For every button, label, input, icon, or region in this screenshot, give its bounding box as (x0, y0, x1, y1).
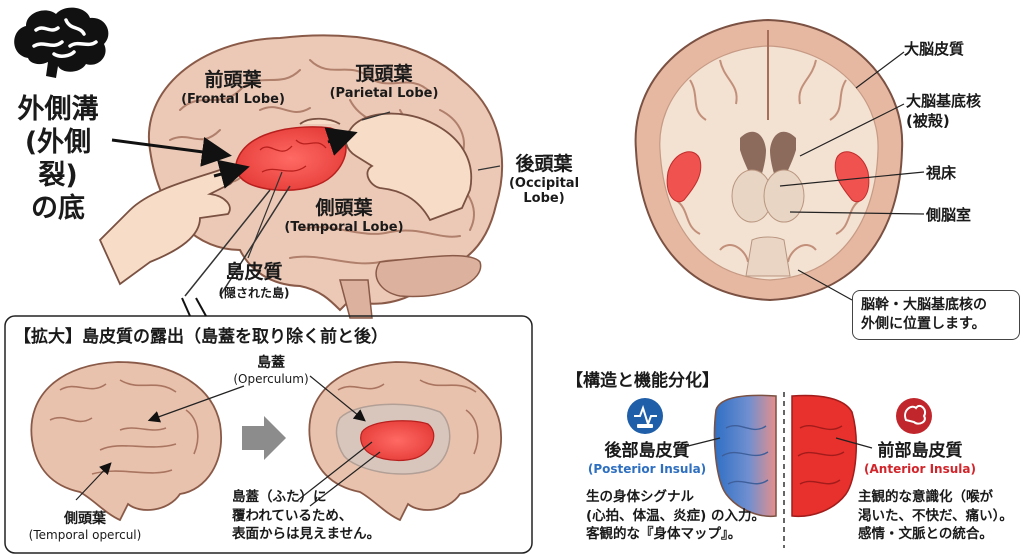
operculum-label: 島蓋 (Operculum) (226, 352, 316, 386)
parietal-lobe-en: (Parietal Lobe) (329, 85, 439, 101)
parietal-lobe-jp: 頂頭葉 (355, 63, 413, 85)
main-leader-lines (184, 111, 501, 297)
thalamus-label: 視床 (926, 164, 957, 182)
location-note-callout: 脳幹・大脳基底核の 外側に位置します。 (852, 290, 1020, 340)
occipital-lobe-label: 後頭葉 (Occipital Lobe) (498, 153, 590, 207)
anterior-insula-en: (Anterior Insula) (864, 461, 976, 476)
posterior-insula-jp: 後部島皮質 (604, 441, 690, 461)
anterior-insula-desc: 主観的な意識化（喉が 渇いた、不快だ、痛い）。 感情・文脈との統合。 (858, 488, 1013, 544)
frontal-lobe-label: 前頭葉 (Frontal Lobe) (168, 69, 298, 107)
zoom-temporal-en: (Temporal opercul) (28, 528, 142, 542)
operculum-caption-line1: 島蓋（ふた）に (232, 489, 327, 505)
posterior-desc-line3: 客観的な『身体マップ』。 (586, 526, 742, 543)
basal-ganglia-line2: (被殻) (906, 111, 950, 130)
anterior-insula-jp: 前部島皮質 (877, 441, 963, 461)
hands-illustration (98, 112, 473, 286)
function-diagram (627, 392, 932, 548)
lateral-sulcus-label-line3: の底 (31, 192, 85, 224)
anterior-insula-label: 前部島皮質 (Anterior Insula) (860, 441, 980, 476)
location-note-line1: 脳幹・大脳基底核の (861, 297, 987, 313)
operculum-caption-line2: 覆われているため、 (232, 507, 353, 524)
operculum-caption: 島蓋（ふた）に 覆われているため、 表面からは見えません。 (232, 488, 380, 544)
lateral-sulcus-label-line1: 外側溝 (17, 94, 99, 125)
posterior-desc-line1: 生の身体シグナル (586, 489, 694, 505)
zoom-panel-frame (4, 315, 533, 554)
frontal-lobe-jp: 前頭葉 (204, 69, 262, 91)
basal-ganglia-line1: 大脳基底核 (906, 92, 982, 110)
main-arrows (111, 127, 358, 189)
zoom-leader-lines (75, 375, 381, 507)
posterior-desc-line2: (心拍、体温、炎症) の入力。 (586, 507, 766, 524)
zoom-temporal-jp: 側頭葉 (64, 511, 106, 527)
operculum-caption-line3: 表面からは見えません。 (232, 526, 381, 543)
frontal-lobe-en: (Frontal Lobe) (181, 91, 285, 107)
cortex-label: 大脳皮質 (904, 40, 965, 58)
anterior-desc-line1: 主観的な意識化（喉が (858, 489, 993, 505)
anterior-desc-line3: 感情・文脈との統合。 (858, 526, 993, 543)
insula-sub: (隠された島) (218, 285, 290, 300)
lateral-sulcus-label-line2: (外側裂) (24, 126, 92, 191)
zoom-brain-after (308, 361, 502, 522)
function-leader-lines (679, 437, 873, 449)
operculum-en: (Operculum) (233, 372, 309, 386)
posterior-insula-label: 後部島皮質 (Posterior Insula) (582, 441, 712, 476)
zoom-brain-before (30, 361, 222, 522)
anterior-desc-line2: 渇いた、不快だ、痛い）。 (858, 507, 1013, 524)
ventricle-label: 側脳室 (926, 206, 972, 224)
posterior-insula-en: (Posterior Insula) (587, 461, 707, 476)
location-note-line2: 外側に位置します。 (861, 315, 986, 332)
coronal-section-illustration (634, 18, 904, 302)
temporal-lobe-label: 側頭葉 (Temporal Lobe) (270, 197, 418, 235)
zoom-temporal-label: 側頭葉 (Temporal opercul) (10, 508, 160, 542)
brain-icon (14, 7, 109, 78)
basal-ganglia-label: 大脳基底核 (被殻) (906, 92, 981, 131)
occipital-lobe-en-line2: Lobe) (523, 191, 565, 207)
operculum-jp: 島蓋 (257, 355, 285, 371)
transform-arrow-icon (242, 416, 286, 460)
occipital-lobe-en-line1: (Occipital (508, 175, 580, 191)
coronal-leader-lines (779, 51, 925, 301)
temporal-lobe-jp: 側頭葉 (315, 197, 373, 219)
lateral-sulcus-label: 外側溝 (外側裂) の底 (6, 94, 110, 226)
occipital-lobe-jp: 後頭葉 (515, 153, 573, 175)
insula-label: 島皮質 (隠された島) (208, 261, 300, 301)
insula-jp: 島皮質 (225, 261, 283, 283)
zoom-panel-title: 【拡大】島皮質の露出（島蓋を取り除く前と後） (14, 327, 388, 347)
temporal-lobe-en: (Temporal Lobe) (284, 219, 404, 235)
parietal-lobe-label: 頂頭葉 (Parietal Lobe) (316, 63, 452, 101)
main-brain-illustration (147, 34, 503, 319)
function-panel-title: 【構造と機能分化】 (566, 371, 719, 391)
posterior-insula-desc: 生の身体シグナル (心拍、体温、炎症) の入力。 客観的な『身体マップ』。 (586, 488, 765, 544)
